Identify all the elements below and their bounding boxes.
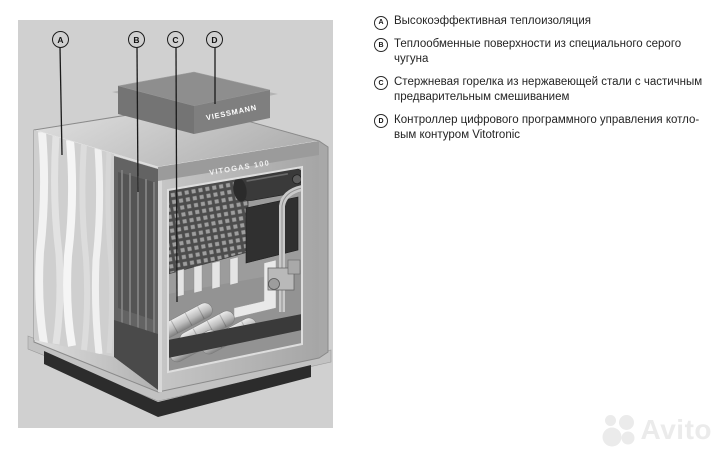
burner-tray bbox=[168, 314, 302, 358]
legend-line: Высокоэффективная теплоизоляция bbox=[394, 15, 591, 27]
legend-item-d: D Контроллер цифрового программного упра… bbox=[374, 113, 716, 144]
legend-marker-c: C bbox=[374, 76, 388, 90]
insulation-layer bbox=[34, 130, 114, 357]
callout-c: C bbox=[167, 31, 184, 48]
legend-text-c: Стержневая горелка из нержавеющей стали … bbox=[394, 75, 702, 106]
callout-d-letter: D bbox=[211, 34, 218, 45]
legend-line: Контроллер цифрового программного управл… bbox=[394, 113, 700, 126]
legend-line: вым контуром Vitotronic bbox=[394, 129, 521, 141]
avito-watermark: Avito bbox=[602, 413, 712, 447]
callout-d: D bbox=[206, 31, 223, 48]
watermark-text: Avito bbox=[640, 414, 712, 445]
callout-b: B bbox=[128, 31, 145, 48]
legend-text-a: Высокоэффективная теплоизоляция bbox=[394, 14, 591, 30]
cutaway-interior bbox=[168, 167, 302, 372]
legend-text-b: Теплообменные поверхности из специальног… bbox=[394, 37, 681, 68]
heat-exchanger-side bbox=[114, 156, 158, 390]
cutaway-frame bbox=[167, 165, 303, 374]
callout-c-letter: C bbox=[172, 34, 179, 45]
boiler-illustration: VITOGAS 100 VIESSMANN bbox=[27, 46, 332, 417]
legend-marker-d: D bbox=[374, 114, 388, 128]
legend-line: Стержневая горелка из нержавеющей стали … bbox=[394, 75, 703, 88]
callout-a-letter: A bbox=[57, 34, 64, 45]
legend-line: Теплообменные поверхности из специальног… bbox=[394, 37, 682, 50]
diagram-panel: VITOGAS 100 VIESSMANN A B C D bbox=[18, 20, 333, 428]
callout-leader-lines bbox=[59, 46, 216, 303]
legend-text-d: Контроллер цифрового программного управл… bbox=[394, 113, 699, 144]
legend-marker-b: B bbox=[374, 38, 388, 52]
corner-post bbox=[158, 167, 162, 392]
legend-line: чугуна bbox=[394, 53, 429, 65]
legend: A Высокоэффективная теплоизоляция B Тепл… bbox=[374, 14, 716, 151]
legend-item-c: C Стержневая горелка из нержавеющей стал… bbox=[374, 75, 716, 106]
gas-piping bbox=[267, 185, 302, 312]
legend-line: предварительным смешиванием bbox=[394, 91, 570, 103]
legend-item-a: A Высокоэффективная теплоизоляция bbox=[374, 14, 716, 30]
legend-item-b: B Теплообменные поверхности из специальн… bbox=[374, 37, 716, 68]
legend-marker-a: A bbox=[374, 15, 388, 30]
callout-a: A bbox=[52, 31, 69, 48]
avito-logo-icon bbox=[602, 415, 635, 447]
callout-b-letter: B bbox=[133, 34, 140, 45]
